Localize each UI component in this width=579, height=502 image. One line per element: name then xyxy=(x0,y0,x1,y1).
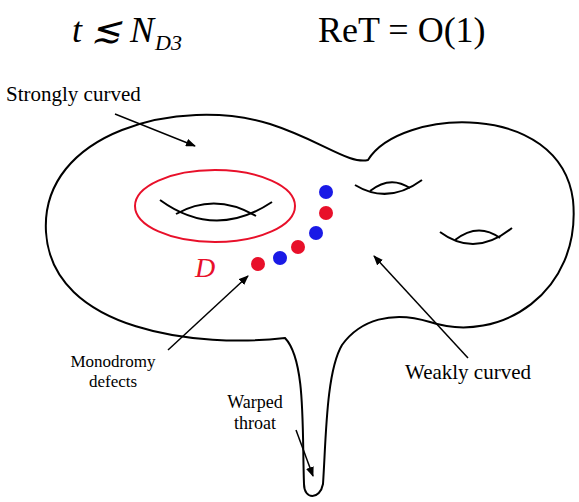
handle-left xyxy=(176,203,256,216)
defect-dot xyxy=(319,206,333,220)
handle-right xyxy=(440,228,512,244)
leader-arrow xyxy=(374,256,468,358)
condition-text: t ≲ N xyxy=(72,10,154,51)
handle-right xyxy=(455,230,500,240)
manifold-outline xyxy=(46,115,574,496)
handle-left xyxy=(160,200,272,221)
leader-arrow xyxy=(296,430,313,476)
handle-middle xyxy=(370,182,410,191)
divisor-label: D xyxy=(195,252,225,284)
throat-label: Warped throat xyxy=(215,392,295,433)
defect-dot xyxy=(273,251,287,265)
divisor-cycle xyxy=(135,170,295,242)
defect-dot xyxy=(251,257,265,271)
region-label: Strongly curved xyxy=(6,82,176,106)
leader-arrow xyxy=(168,276,248,350)
leader-arrow xyxy=(115,114,195,146)
defect-dot xyxy=(309,226,323,240)
region-label: Weakly curved xyxy=(405,360,575,384)
subscript-text: D3 xyxy=(155,30,182,55)
defect-dot xyxy=(319,185,333,199)
handle-middle xyxy=(355,180,422,194)
condition-text: ReT = O(1) xyxy=(318,10,568,51)
defect-dot xyxy=(291,240,305,254)
defect-label: Monodromy defects xyxy=(58,352,168,391)
